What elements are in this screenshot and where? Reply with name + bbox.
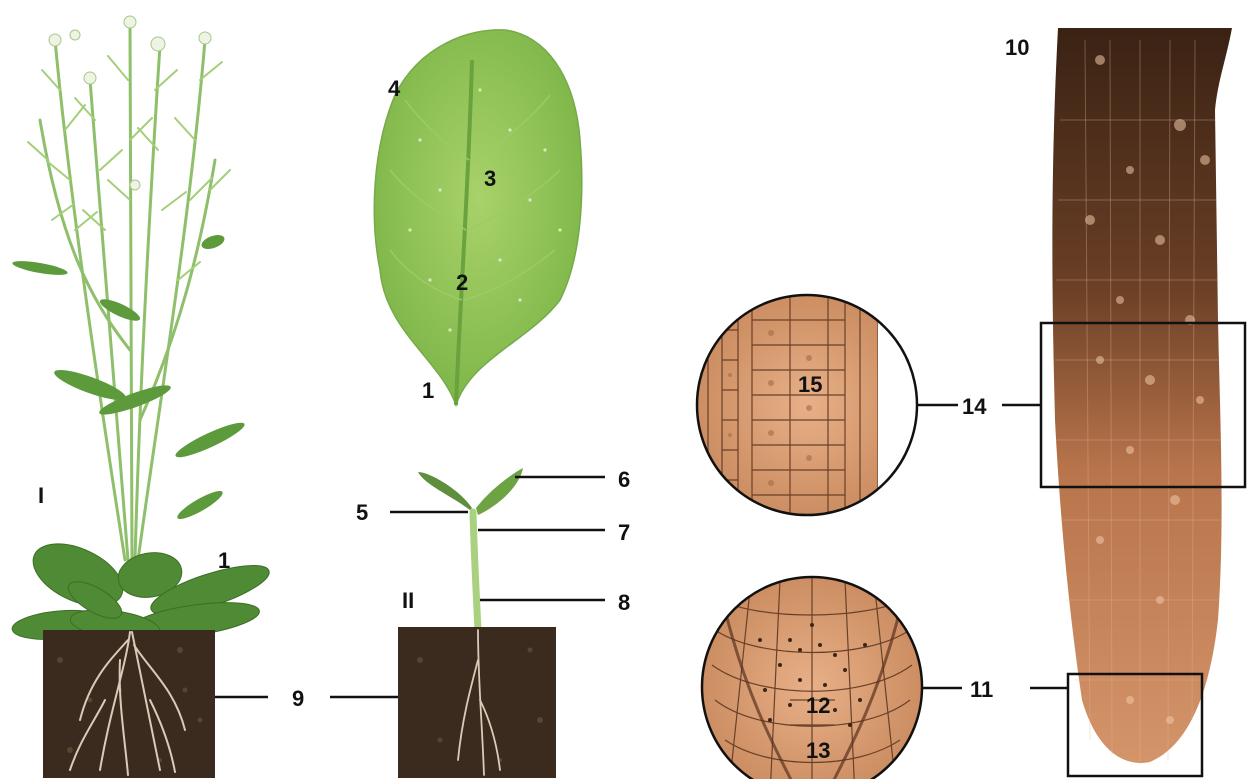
mature-plant: I 1 (11, 16, 274, 778)
label-7: 7 (618, 520, 630, 545)
leaf-detail: 4 3 2 1 (374, 30, 582, 405)
magnified-view-lower: 12 13 (702, 577, 922, 779)
roman-numeral-I: I (38, 483, 44, 508)
label-5: 5 (356, 500, 368, 525)
hypocotyl (473, 512, 478, 630)
label-1-rosette: 1 (218, 548, 230, 573)
label-3: 3 (484, 166, 496, 191)
root-tip: 10 (1005, 28, 1245, 776)
magnified-view-upper: 15 (697, 295, 918, 525)
label-13: 13 (806, 738, 830, 763)
label-1-leaf: 1 (422, 378, 434, 403)
root-tip-body (1052, 28, 1232, 763)
label-10: 10 (1005, 35, 1029, 60)
roman-numeral-II: II (402, 588, 414, 613)
label-8: 8 (618, 590, 630, 615)
label-12: 12 (806, 693, 830, 718)
leaf-blade (374, 30, 582, 405)
label-6: 6 (618, 467, 630, 492)
label-11: 11 (970, 677, 993, 702)
label-9: 9 (292, 686, 304, 711)
cotyledon-right (476, 468, 523, 515)
cotyledon-left (418, 472, 472, 510)
soil-block (43, 630, 215, 778)
label-4: 4 (388, 76, 401, 101)
seedling: II 5 6 7 8 (356, 467, 630, 778)
inflorescence-stems (40, 25, 215, 560)
label-15: 15 (798, 372, 822, 397)
rosette-leaves (11, 531, 274, 645)
label-2: 2 (456, 270, 468, 295)
label-14: 14 (962, 394, 987, 419)
